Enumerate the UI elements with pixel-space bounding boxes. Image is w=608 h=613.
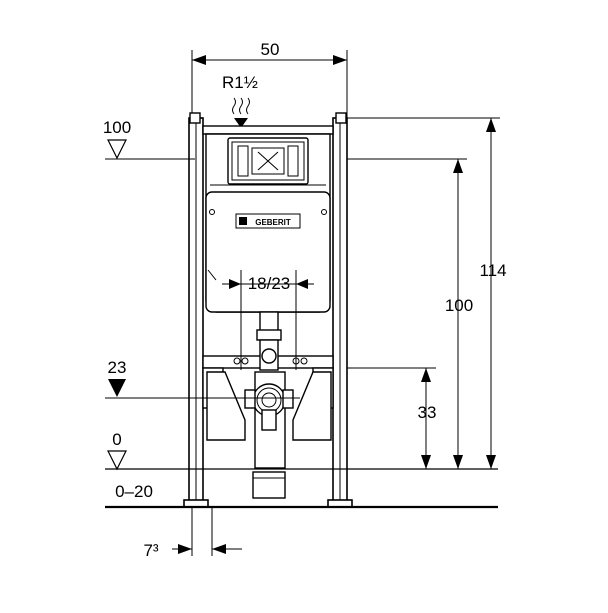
pipe-thread-label: R1½	[222, 73, 258, 92]
brand-label: GEBERIT	[255, 218, 291, 227]
width-top-label: 50	[261, 40, 280, 59]
dimension-height-waste: 33	[347, 367, 437, 469]
dimension-offset-bottom: 7³	[143, 507, 242, 560]
level-marker-filled-icon	[108, 379, 126, 397]
offset-bottom-label: 7³	[143, 541, 158, 560]
height-waste-label: 33	[418, 403, 437, 422]
dimension-height-button: 100	[347, 158, 473, 469]
level-marker-open-icon	[107, 450, 127, 471]
adjust-range-label: 0–20	[115, 482, 153, 501]
level-top: 100	[103, 118, 195, 160]
level-waste-label: 23	[108, 358, 127, 377]
dimension-height-total: 114	[347, 117, 507, 469]
dimension-width-top: 50	[191, 40, 348, 118]
level-waste: 23	[105, 358, 300, 399]
flush-spacing-label: 18/23	[248, 274, 291, 293]
level-floor: 0	[105, 430, 498, 471]
cistern: GEBERIT	[205, 133, 331, 341]
height-button-label: 100	[445, 296, 473, 315]
level-top-label: 100	[103, 118, 131, 137]
supply-inlet: R1½	[222, 73, 258, 128]
level-marker-open-icon	[107, 139, 127, 160]
height-total-label: 114	[479, 261, 506, 280]
waste-connection	[206, 339, 332, 499]
dimension-flush-spacing: 18/23	[222, 270, 314, 370]
inlet-arrow-icon	[234, 118, 248, 128]
level-adjust: 0–20	[105, 482, 498, 509]
level-floor-label: 0	[112, 430, 121, 449]
